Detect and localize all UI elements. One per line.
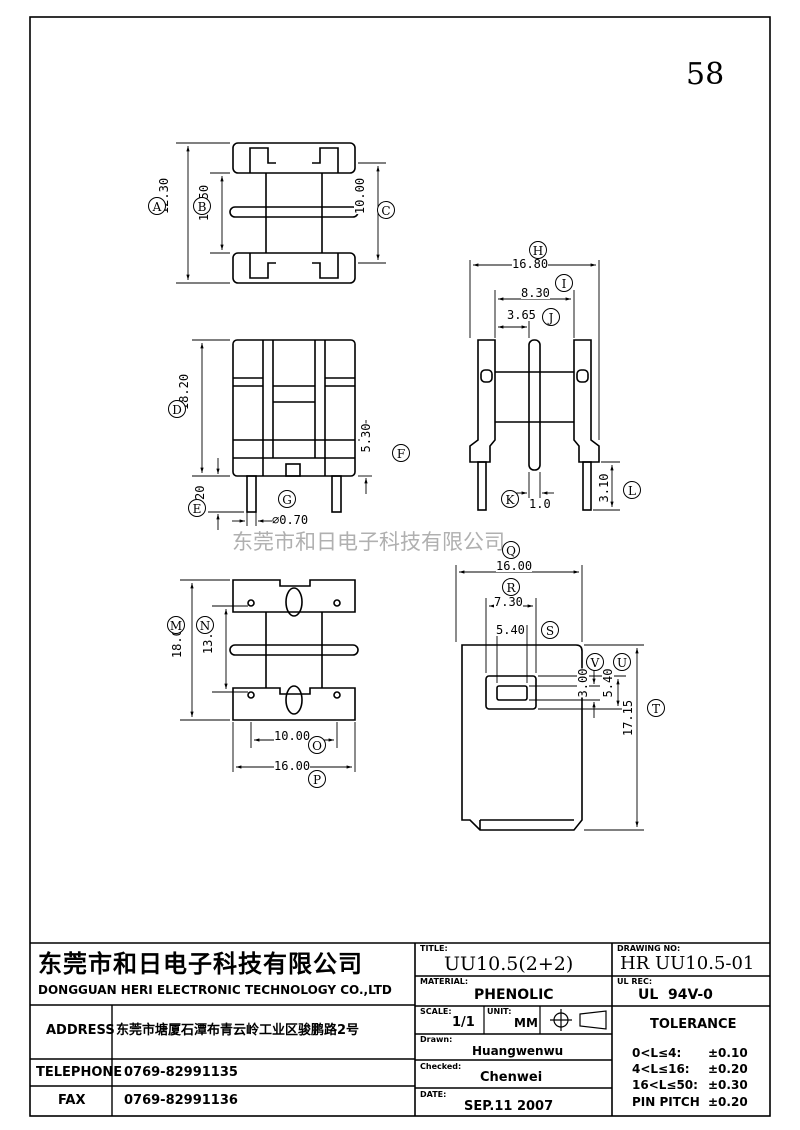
- tolerance-value-3: ±0.20: [708, 1095, 748, 1109]
- date-value: SEP.11 2007: [464, 1099, 554, 1114]
- dim-letter-d: D: [168, 400, 186, 418]
- checked-value: Chenwei: [480, 1070, 543, 1085]
- tolerance-value-2: ±0.30: [708, 1078, 748, 1092]
- dim-letter-m: M: [167, 616, 185, 634]
- dim-letter-t: T: [647, 699, 665, 717]
- dim-value-f: 5.30: [359, 423, 373, 453]
- dim-letter-i: I: [555, 274, 573, 292]
- dim-letter-c: C: [377, 201, 395, 219]
- back-view: [461, 644, 583, 831]
- dim-letter-r: R: [502, 578, 520, 596]
- company-name-en: DONGGUAN HERI ELECTRONIC TECHNOLOGY CO.,…: [38, 983, 392, 997]
- tolerance-range-0: 0<L≤4:: [632, 1046, 682, 1060]
- dim-letter-o: O: [308, 736, 326, 754]
- dim-letter-u: U: [613, 653, 631, 671]
- front-view: [232, 339, 356, 513]
- tolerance-range-3: PIN PITCH: [632, 1095, 700, 1109]
- title-block-grid: [30, 942, 770, 1116]
- title-value: UU10.5(2+2): [444, 953, 574, 975]
- dim-value-j: 3.65: [507, 308, 536, 322]
- scale-value: 1/1: [452, 1015, 475, 1030]
- dim-letter-l: L: [623, 481, 641, 499]
- dim-value-i: 8.30: [521, 286, 550, 300]
- top-view: [229, 142, 359, 284]
- ul-label: UL REC:: [617, 977, 653, 986]
- tolerance-label: TOLERANCE: [650, 1017, 737, 1032]
- dim-value-u: 5.40: [601, 668, 615, 698]
- dim-letter-s: S: [541, 621, 559, 639]
- checked-label: Checked:: [420, 1062, 462, 1071]
- unit-value: MM: [514, 1016, 538, 1030]
- material-label: MATERIAL:: [420, 977, 469, 986]
- drawn-label: Drawn:: [420, 1035, 453, 1044]
- drawing-no-value: HR UU10.5-01: [620, 953, 755, 974]
- date-label: DATE:: [420, 1090, 447, 1099]
- dim-value-t: 17.15: [621, 699, 635, 737]
- dim-letter-a: A: [148, 197, 166, 215]
- drawing-no-label: DRAWING NO:: [617, 944, 681, 953]
- bottom-view: [229, 579, 359, 721]
- dim-value-h: 16.80: [512, 257, 549, 271]
- tolerance-value-1: ±0.20: [708, 1062, 748, 1076]
- bottom-view-dims: [180, 579, 356, 772]
- dim-letter-f: F: [392, 444, 410, 462]
- dim-value-v: 3.00: [576, 668, 590, 698]
- dim-letter-j: J: [542, 308, 560, 326]
- telephone-value: 0769-82991135: [124, 1065, 238, 1080]
- side-view: [469, 339, 600, 511]
- front-view-dims: [192, 339, 372, 530]
- telephone-label: TELEPHONE: [36, 1065, 123, 1080]
- fax-label: FAX: [58, 1093, 86, 1108]
- dim-value-o: 10.00: [274, 729, 311, 743]
- page-number: 58: [686, 57, 725, 92]
- dim-value-r: 7.30: [494, 595, 523, 609]
- dim-letter-v: V: [586, 653, 604, 671]
- company-name-cn: 东莞市和日电子科技有限公司: [38, 950, 363, 978]
- material-value: PHENOLIC: [474, 987, 554, 1003]
- dim-letter-q: Q: [502, 541, 520, 559]
- watermark-text: 东莞市和日电子科技有限公司: [232, 530, 505, 554]
- tolerance-range-2: 16<L≤50:: [632, 1078, 698, 1092]
- dim-value-p: 16.00: [274, 759, 311, 773]
- dim-letter-h: H: [529, 241, 547, 259]
- tolerance-range-1: 4<L≤16:: [632, 1062, 690, 1076]
- drawn-value: Huangwenwu: [472, 1044, 564, 1058]
- dim-value-s: 5.40: [496, 623, 525, 637]
- dim-letter-n: N: [196, 616, 214, 634]
- tolerance-value-0: ±0.10: [708, 1046, 748, 1060]
- dim-letter-b: B: [193, 197, 211, 215]
- unit-label: UNIT:: [487, 1007, 512, 1016]
- top-view-dims: [176, 142, 386, 284]
- title-label: TITLE:: [420, 944, 448, 953]
- back-view-dims: [455, 565, 644, 831]
- address-label: ADDRESS: [46, 1023, 115, 1038]
- dim-value-l: 3.10: [597, 473, 611, 503]
- dim-value-c: 10.00: [353, 177, 367, 215]
- dim-value-g: ∅0.70: [272, 513, 309, 527]
- dim-letter-e: E: [188, 499, 206, 517]
- sheet-border: [29, 16, 771, 1117]
- ul-value: UL 94V-0: [638, 987, 713, 1003]
- fax-value: 0769-82991136: [124, 1093, 238, 1108]
- projection-symbol-icon: [550, 1009, 607, 1031]
- dim-letter-k: K: [501, 490, 519, 508]
- dim-value-k: 1.0: [529, 497, 551, 511]
- scale-label: SCALE:: [420, 1007, 452, 1016]
- address-value: 东莞市塘厦石潭布青云岭工业区骏鹏路2号: [116, 1023, 360, 1038]
- dim-value-q: 16.00: [496, 559, 533, 573]
- dim-letter-g: G: [278, 490, 296, 508]
- dim-letter-p: P: [308, 770, 326, 788]
